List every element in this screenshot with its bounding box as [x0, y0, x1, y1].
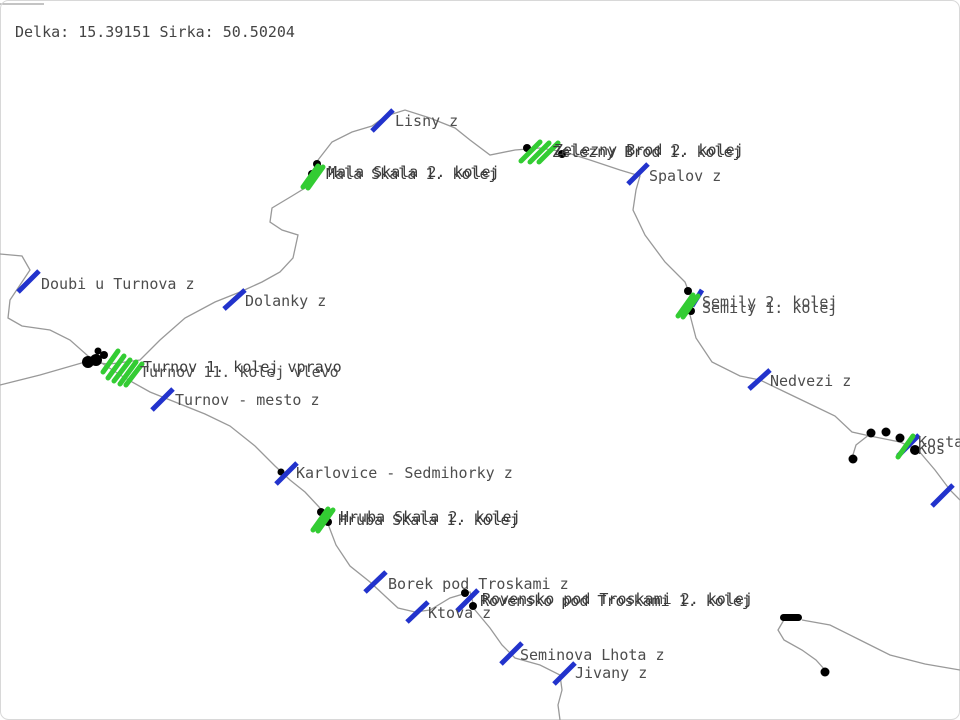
stop-marker-spalov[interactable]: [626, 162, 650, 186]
signal-dot: [848, 454, 858, 464]
station-label: Turnov 1. kolej vpravo: [143, 358, 342, 376]
station-label: Kostalov: [918, 433, 960, 451]
station-label: Lisny z: [395, 112, 458, 130]
track-segment: [851, 433, 871, 459]
station-label-overlay: Kos: [918, 440, 945, 458]
station-label: Doubi u Turnova z: [41, 275, 195, 293]
stop-marker-jivany[interactable]: [552, 661, 577, 686]
station-marker-kostalov[interactable]: [895, 433, 916, 460]
track-segment: [801, 619, 960, 671]
stop-marker-nedvezi[interactable]: [747, 368, 772, 391]
station-label-overlay: Mala Skala 2. kolej: [328, 163, 500, 181]
stop-marker-rovensko[interactable]: [455, 588, 480, 613]
station-marker-turnov[interactable]: [100, 348, 145, 388]
station-label: Jivany z: [575, 664, 647, 682]
station-markers: [100, 139, 916, 534]
signal-dot: [684, 287, 692, 295]
track-segment: [0, 253, 101, 363]
station-label: Ktova z: [428, 604, 491, 622]
signal-dot: [100, 351, 108, 359]
station-label-overlay: Hruba Skala 2. kolej: [340, 508, 521, 526]
signal-dot: [558, 150, 566, 158]
station-label-overlay: Turnov 11. kolej vlevo: [140, 363, 339, 381]
stop-marker-doubi[interactable]: [16, 269, 41, 294]
track-segment: [777, 617, 826, 671]
station-label-overlay: Zelezny Brod 2. kolej: [554, 141, 744, 159]
track-segment: [0, 109, 960, 501]
station-label: Semily 2. kolej: [702, 293, 837, 311]
station-label: Nedvezi z: [770, 372, 851, 390]
stop-marker-ktova[interactable]: [405, 600, 430, 624]
signal-dot: [94, 347, 102, 355]
stop-marker-karlovice[interactable]: [274, 461, 299, 486]
station-label: Borek pod Troskami z: [388, 575, 569, 593]
signal-dot: [820, 667, 830, 677]
station-labels: Lisny z Mala Skala 2. kolej Mala Skala 1…: [41, 112, 960, 682]
station-marker-mala-skala[interactable]: [300, 163, 326, 191]
signal-dot: [780, 614, 802, 621]
stop-marker-borek[interactable]: [363, 570, 388, 594]
station-marker-semily[interactable]: [675, 292, 701, 320]
station-label-overlay: Rovensko pod Troskami 2. kolej: [482, 590, 753, 608]
signal-dot: [866, 428, 876, 438]
station-marker-hruba-skala[interactable]: [310, 506, 336, 534]
station-label: Turnov - mesto z: [175, 391, 320, 409]
signal-dot: [910, 445, 920, 455]
signal-dot: [90, 354, 102, 366]
signal-dot: [469, 602, 477, 610]
signal-dot: [895, 433, 905, 443]
track-network: [0, 109, 960, 720]
coordinate-readout: Delka: 15.39151 Sirka: 50.50204: [15, 23, 295, 41]
signal-dot: [881, 427, 891, 437]
stop-marker-lisny[interactable]: [370, 108, 395, 133]
stop-marker-turnov-mesto[interactable]: [150, 387, 175, 412]
station-label: Seminova Lhota z: [520, 646, 665, 664]
stop-marker-dolanky[interactable]: [222, 288, 247, 311]
signal-dot: [461, 589, 469, 597]
station-label: Mala Skala 1. kolej: [326, 165, 498, 183]
station-label-overlay: Semily 1. kolej: [702, 299, 837, 317]
station-label: Spalov z: [649, 167, 721, 185]
stop-marker-east[interactable]: [930, 483, 955, 508]
station-label: Dolanky z: [245, 292, 326, 310]
station-label: Zelezny Brod 1. kolej: [552, 143, 742, 161]
station-label: Hruba Skala 1. kolej: [338, 511, 519, 529]
station-label: Rovensko pod Troskami 1. kolej: [480, 592, 751, 610]
station-marker-zelezny-brod[interactable]: [518, 139, 561, 165]
stop-marker-seminova[interactable]: [499, 641, 524, 666]
station-label: Karlovice - Sedmihorky z: [296, 464, 513, 482]
track-segment: [99, 361, 563, 720]
